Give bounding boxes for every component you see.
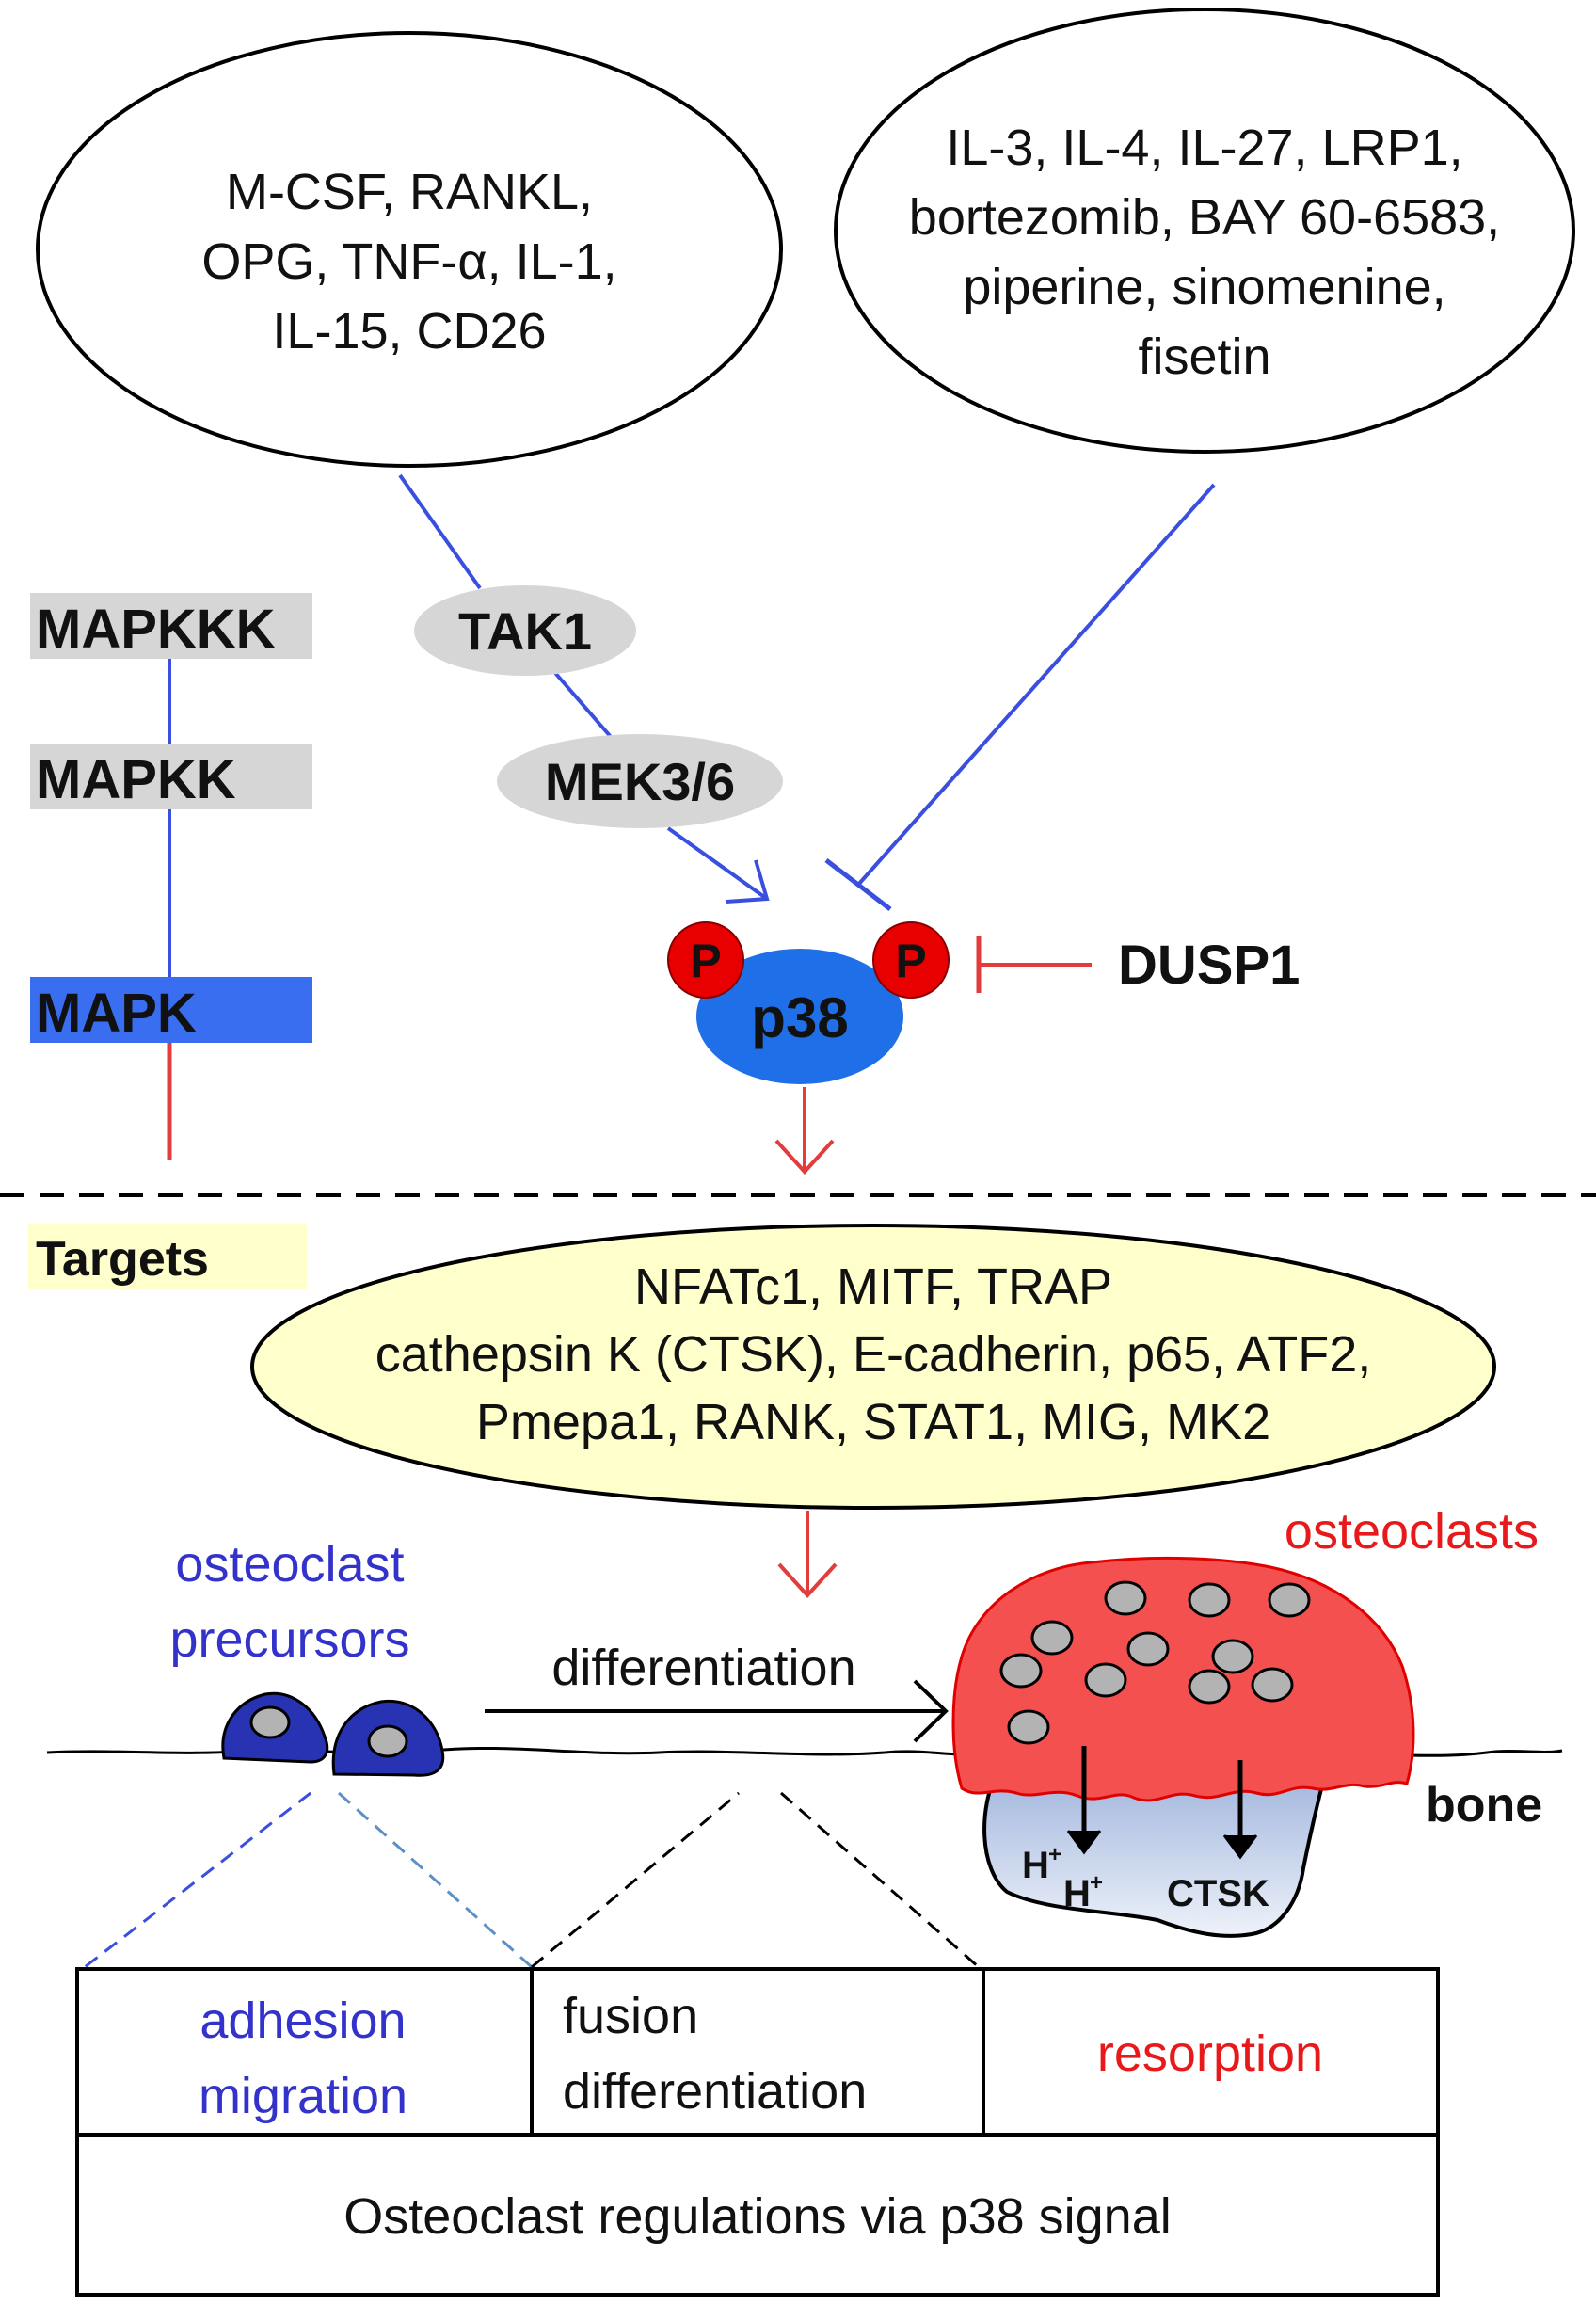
inhibitor-to-p38-line: [856, 483, 1216, 887]
mapk-box: [30, 977, 312, 1043]
table-differentiation: differentiation: [563, 2063, 867, 2120]
targets-line-1: NFATc1, MITF, TRAP: [634, 1258, 1112, 1315]
table-resorption: resorption: [1097, 2025, 1323, 2082]
connector-fusion-right: [780, 1791, 980, 1969]
proton-label-2: H: [1063, 1873, 1091, 1914]
connector-adhesion-left: [84, 1791, 311, 1969]
tak1-node: [414, 585, 636, 676]
dusp1-group: DUSP1: [976, 935, 1300, 996]
inhibitors-line-4: fisetin: [1138, 328, 1270, 385]
targets-ellipse: [250, 1224, 1496, 1510]
inhibitors-line-3: piperine, sinomenine,: [963, 259, 1445, 315]
mek-to-p38-line: [666, 826, 769, 901]
phospho-left-label: P: [690, 935, 721, 987]
proton-charge-2: +: [1090, 1870, 1103, 1896]
stimulators-group: M-CSF, RANKL, OPG, TNF-α, IL-1, IL-15, C…: [36, 31, 783, 468]
targets-label-box: [28, 1224, 307, 1289]
stimulators-ellipse: [36, 31, 783, 468]
differentiation-label: differentiation: [551, 1640, 855, 1696]
phospho-right-label: P: [895, 935, 926, 987]
targets-line-2: cathepsin K (CTSK), E-cadherin, p65, ATF…: [375, 1326, 1371, 1383]
table-frame: [75, 1967, 1440, 2297]
mapkk-box: [30, 744, 312, 809]
table-caption: Osteoclast regulations via p38 signal: [343, 2188, 1172, 2245]
targets-label: Targets: [36, 1232, 209, 1287]
targets-line-3: Pmepa1, RANK, STAT1, MIG, MK2: [476, 1394, 1270, 1450]
mapkkk-label: MAPKKK: [36, 599, 276, 660]
table-fusion: fusion: [563, 1988, 698, 2044]
precursors-label-2: precursors: [169, 1611, 409, 1668]
inhibitors-line-2: bortezomib, BAY 60-6583,: [909, 189, 1500, 246]
mapkk-label: MAPKK: [36, 749, 236, 810]
pathway-lines: [398, 473, 1216, 911]
p38-activation-arrowhead: [726, 859, 770, 904]
phospho-left: [667, 921, 744, 999]
stimulator-to-tak1-line: [398, 473, 482, 590]
proton-label-1: H: [1022, 1845, 1049, 1886]
table-adhesion: adhesion: [200, 1993, 406, 2049]
mapkkk-box: [30, 593, 312, 659]
inhibitors-group: IL-3, IL-4, IL-27, LRP1, bortezomib, BAY…: [834, 8, 1575, 454]
cascade-legend: MAPKKK MAPKK MAPK: [30, 593, 312, 1160]
osteoclast-nuclei: [999, 1580, 1311, 1745]
ctsk-label: CTSK: [1167, 1873, 1269, 1914]
inhibitors-ellipse: [834, 8, 1575, 454]
p38-down-arrowhead: [774, 1139, 835, 1175]
proton-arrowhead: [1066, 1830, 1102, 1855]
regulation-table: adhesion migration fusion differentiatio…: [75, 1967, 1440, 2297]
mek-node: [497, 734, 783, 828]
connector-fusion-left: [531, 1791, 740, 1969]
inhibitors-line-1: IL-3, IL-4, IL-27, LRP1,: [946, 120, 1462, 176]
p38-node: [696, 949, 903, 1084]
targets-group: NFATc1, MITF, TRAP cathepsin K (CTSK), E…: [250, 1224, 1496, 1510]
table-migration: migration: [199, 2068, 407, 2124]
proton-charge-1: +: [1048, 1842, 1061, 1867]
connector-adhesion-right: [337, 1791, 534, 1969]
phospho-right: [872, 921, 950, 999]
mapk-label: MAPK: [36, 983, 197, 1044]
precursors-label-1: osteoclast: [175, 1536, 404, 1593]
mek-label: MEK3/6: [545, 752, 735, 811]
dusp1-label: DUSP1: [1118, 935, 1300, 996]
p38-label: p38: [751, 986, 848, 1049]
targets-down-arrowhead: [777, 1562, 838, 1598]
bone-label: bone: [1426, 1778, 1542, 1833]
stimulators-line-3: IL-15, CD26: [272, 303, 546, 360]
precursor-cell-1: [221, 1691, 329, 1764]
stimulators-line-2: OPG, TNF-α, IL-1,: [201, 233, 616, 290]
tak1-label: TAK1: [458, 601, 592, 661]
ctsk-arrowhead: [1222, 1834, 1258, 1860]
differentiation-arrowhead: [913, 1679, 949, 1743]
osteoclasts-label: osteoclasts: [1285, 1503, 1539, 1560]
inhibitor-tbar: [824, 858, 892, 911]
osteoclast-cell: [951, 1556, 1415, 1802]
stimulators-line-1: M-CSF, RANKL,: [226, 164, 593, 220]
precursor-cell-2: [331, 1699, 445, 1777]
p38-complex: p38 P P: [667, 921, 950, 1084]
